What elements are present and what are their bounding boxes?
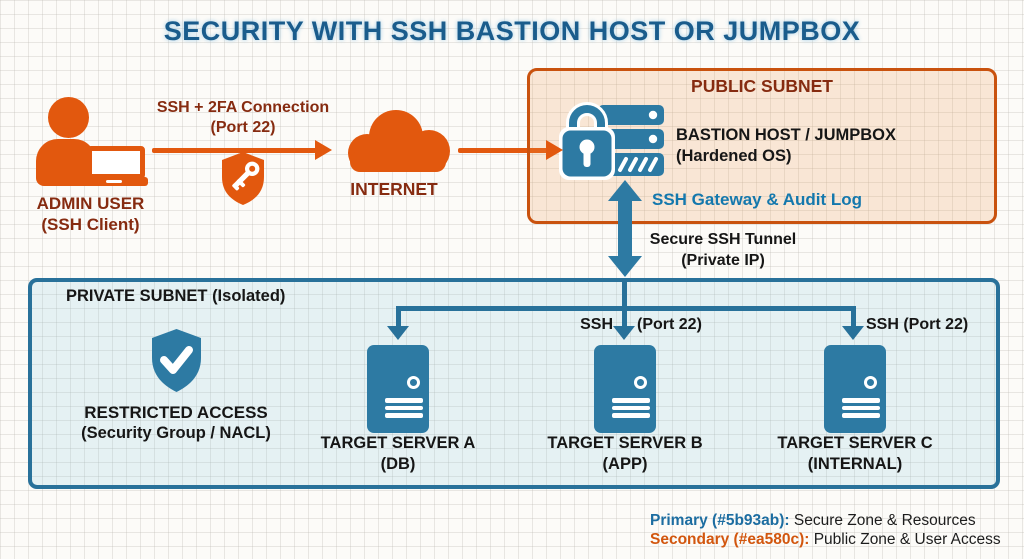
drop-arrow-b [613,326,635,340]
server-b-icon [594,345,656,433]
public-subnet-title: PUBLIC SUBNET [691,76,833,96]
server-b-sublabel: (APP) [602,455,648,473]
page-title: SECURITY WITH SSH BASTION HOST OR JUMPBO… [163,16,861,46]
legend-secondary: Secondary (#ea580c): Public Zone & User … [650,530,1001,549]
legend-primary-desc: Secure Zone & Resources [789,512,976,529]
restricted-access-label: RESTRICTED ACCESS [84,403,268,422]
person-icon [48,97,89,138]
server-c-icon [824,345,886,433]
tunnel-sublabel: (Private IP) [681,252,765,269]
server-b-label: TARGET SERVER B [547,434,703,452]
restricted-access-sublabel: (Security Group / NACL) [81,424,271,442]
tunnel-line [618,199,632,258]
lock-icon [559,102,615,180]
laptop-notch [106,180,122,183]
ssh-port-label-b: (Port 22) [637,316,702,333]
tunnel-label: Secure SSH Tunnel [649,231,797,248]
server-a-icon [367,345,429,433]
laptop-icon [87,146,145,179]
admin-user-label: ADMIN USER [36,194,145,213]
tunnel-up-arrow [608,180,642,201]
admin-user-sublabel: (SSH Client) [41,215,140,234]
ssh-port-label-c: SSH (Port 22) [866,316,969,333]
tunnel-inner-line [622,282,627,309]
internet-arrow-line [458,148,548,153]
bastion-lock-server-icon [559,102,664,180]
cloud-icon [348,110,450,172]
server-c-label: TARGET SERVER C [777,434,933,452]
connection-arrow-head [315,140,332,160]
internet-arrow-head [546,140,563,160]
server-power-led [634,376,647,389]
legend-primary: Primary (#5b93ab): Secure Zone & Resourc… [650,511,976,530]
private-subnet-title: PRIVATE SUBNET (Isolated) [66,287,286,305]
server-c-sublabel: (INTERNAL) [807,455,903,473]
legend-primary-term: Primary (#5b93ab): [650,512,790,529]
legend-secondary-desc: Public Zone & User Access [809,531,1001,548]
shield-check-icon [152,329,201,392]
server-a-label: TARGET SERVER A [320,434,476,452]
server-power-led [407,376,420,389]
connection-arrow-line [152,148,318,153]
drop-line-c [851,306,856,327]
connection-label: SSH + 2FA Connection [156,99,330,116]
legend-secondary-term: Secondary (#ea580c): [650,531,810,548]
drop-arrow-a [387,326,409,340]
connection-port-label: (Port 22) [210,119,276,136]
shield-key-icon [222,152,264,205]
server-power-led [864,376,877,389]
tunnel-down-arrow [608,256,642,277]
bastion-label: BASTION HOST / JUMPBOX [676,126,897,144]
internet-label: INTERNET [350,179,438,199]
bastion-sublabel: (Hardened OS) [676,147,792,165]
drop-line-b [622,306,627,327]
drop-arrow-c [842,326,864,340]
drop-line-a [396,306,401,327]
ssh-label-b: SSH [580,316,613,333]
server-a-sublabel: (DB) [380,455,416,473]
gateway-audit-label: SSH Gateway & Audit Log [652,190,863,209]
